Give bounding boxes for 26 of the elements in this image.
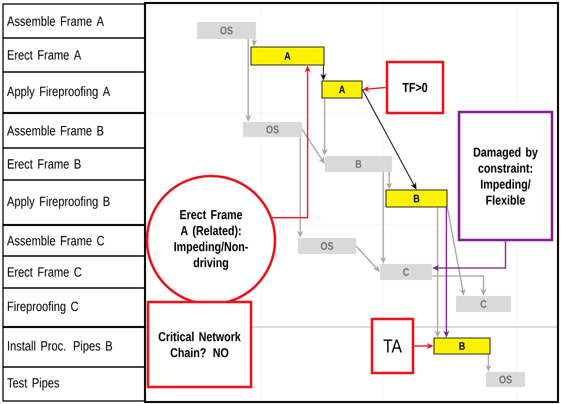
task-bar: C [380, 264, 432, 280]
table-cell: Fireproofing C [2, 287, 146, 328]
task-bar: OS [298, 238, 356, 254]
callout-box: Critical Network Chain? NO [146, 300, 252, 388]
callout-box: TA [370, 318, 414, 374]
task-bar: C [456, 296, 511, 312]
table-cell: Test Pipes [2, 366, 146, 402]
table-cell: Install Proc. Pipes B [2, 326, 146, 368]
table-cell: Assemble Frame C [2, 224, 146, 257]
table-cell: Assemble Frame B [2, 112, 146, 149]
task-bar: OS [486, 372, 525, 387]
table-cell: Erect Frame A [2, 37, 146, 73]
task-bar: B [434, 338, 490, 354]
table-cell: Erect Frame C [2, 255, 146, 289]
table-cell: Apply Fireproofing A [2, 71, 146, 114]
task-bar: B [325, 156, 392, 172]
task-bar: A [322, 80, 362, 98]
task-bar: OS [197, 22, 256, 39]
callout-box: Damaged by constraint: Impeding/ Flexible [458, 110, 554, 242]
table-cell: Erect Frame B [2, 147, 146, 181]
task-bar: B [386, 190, 448, 208]
task-bar: OS [243, 122, 302, 137]
task-bar: A [250, 46, 324, 66]
table-cell: Apply Fireproofing B [2, 179, 146, 226]
callout-box: TF>0 [386, 60, 444, 114]
table-cell: Assemble Frame A [2, 3, 146, 39]
